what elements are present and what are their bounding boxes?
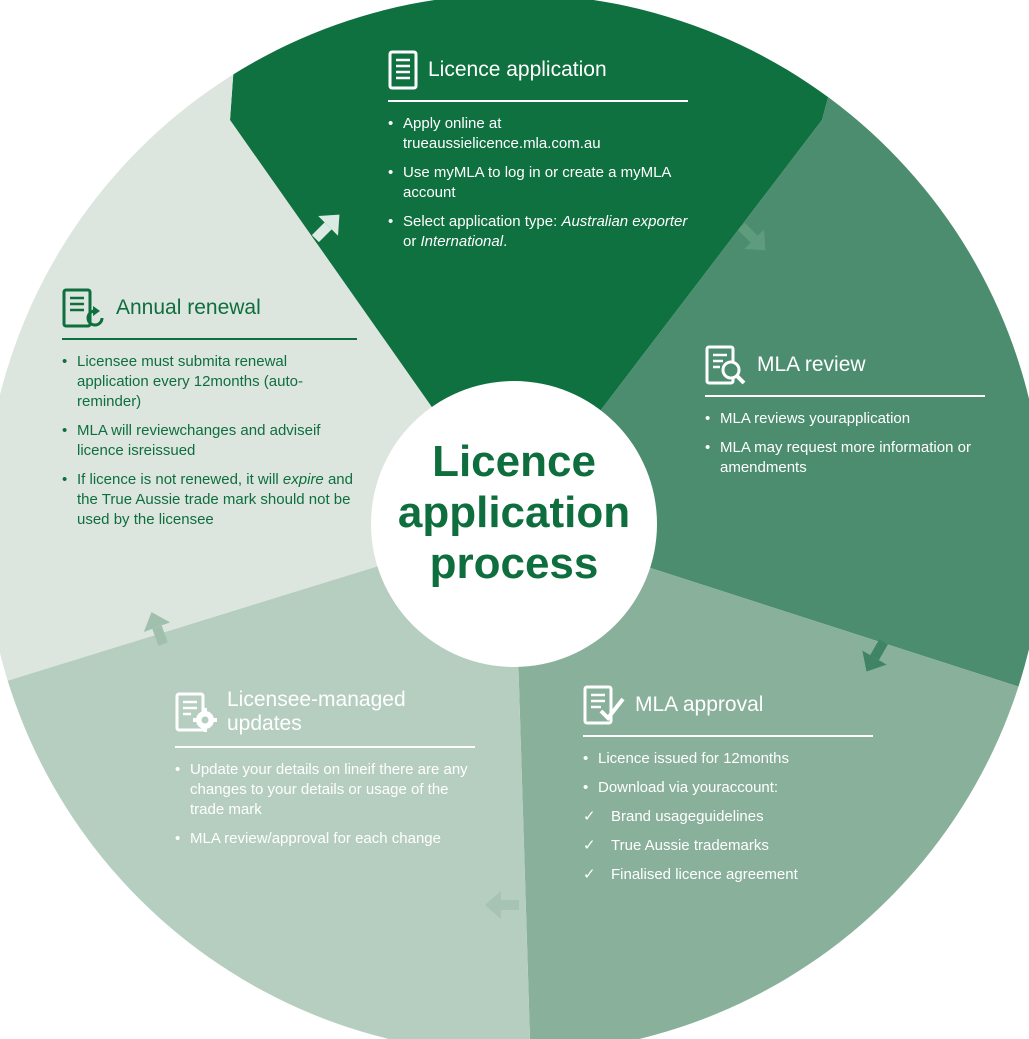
list-item: If licence is not renewed, it will expir… bbox=[62, 470, 357, 530]
document-check-icon bbox=[583, 685, 625, 725]
mla-review-title: MLA review bbox=[757, 353, 866, 376]
document-search-icon bbox=[705, 345, 747, 385]
center-circle bbox=[371, 381, 657, 667]
list-item: Apply online at trueaussielicence.mla.co… bbox=[388, 114, 688, 154]
list-item: Update your details on lineif there are … bbox=[175, 760, 475, 820]
list-item: MLA may request more information or amen… bbox=[705, 438, 985, 478]
section-divider bbox=[62, 338, 357, 340]
list-item: Select application type: Australian expo… bbox=[388, 212, 688, 252]
mla-review-section: MLA review MLA reviews yourapplication M… bbox=[705, 345, 985, 487]
list-item: MLA will reviewchanges and adviseif lice… bbox=[62, 421, 357, 461]
licence-application-section: Licence application Apply online at true… bbox=[388, 50, 688, 261]
annual-renewal-title: Annual renewal bbox=[116, 296, 261, 319]
check-icon: ✓ bbox=[583, 866, 596, 883]
center-title-line-1: Licence bbox=[432, 437, 596, 486]
licensee-updates-title: Licensee-managed updates bbox=[227, 688, 406, 735]
document-icon bbox=[388, 50, 418, 90]
list-item: Download via youraccount: bbox=[583, 778, 873, 798]
licence-application-title: Licence application bbox=[428, 58, 607, 81]
checklist-item: ✓Finalised licence agreement bbox=[583, 866, 798, 883]
center-title-line-3: process bbox=[429, 539, 599, 588]
arrow-approval-to-updates bbox=[485, 891, 519, 919]
mla-approval-title: MLA approval bbox=[635, 693, 764, 716]
arrow-application-to-review bbox=[737, 222, 766, 251]
checklist-item: ✓True Aussie trademarks bbox=[583, 837, 769, 854]
section-divider bbox=[705, 395, 985, 397]
check-icon: ✓ bbox=[583, 808, 596, 825]
licensee-updates-section: Licensee-managed updates Update your det… bbox=[175, 688, 475, 858]
list-item: Licence issued for 12months bbox=[583, 749, 873, 769]
section-divider bbox=[583, 735, 873, 737]
list-item: MLA review/approval for each change bbox=[175, 829, 475, 849]
checklist-item: ✓Brand usageguidelines bbox=[583, 808, 764, 825]
list-item: Licensee must submita renewal applicatio… bbox=[62, 352, 357, 412]
document-settings-icon bbox=[175, 692, 217, 732]
arrow-updates-to-renewal bbox=[143, 612, 171, 646]
mla-approval-section: MLA approval Licence issued for 12months… bbox=[583, 685, 873, 894]
arrow-renewal-to-application bbox=[311, 214, 340, 243]
section-divider bbox=[175, 746, 475, 748]
center-title-line-2: application bbox=[397, 488, 631, 537]
center-title: Licence application process bbox=[389, 436, 639, 589]
check-icon: ✓ bbox=[583, 837, 596, 854]
document-renew-icon bbox=[62, 288, 106, 328]
arrow-review-to-approval bbox=[862, 639, 888, 672]
section-divider bbox=[388, 100, 688, 102]
annual-renewal-section: Annual renewal Licensee must submita ren… bbox=[62, 288, 357, 539]
list-item: MLA reviews yourapplication bbox=[705, 409, 985, 429]
list-item: Use myMLA to log in or create a myMLA ac… bbox=[388, 163, 688, 203]
